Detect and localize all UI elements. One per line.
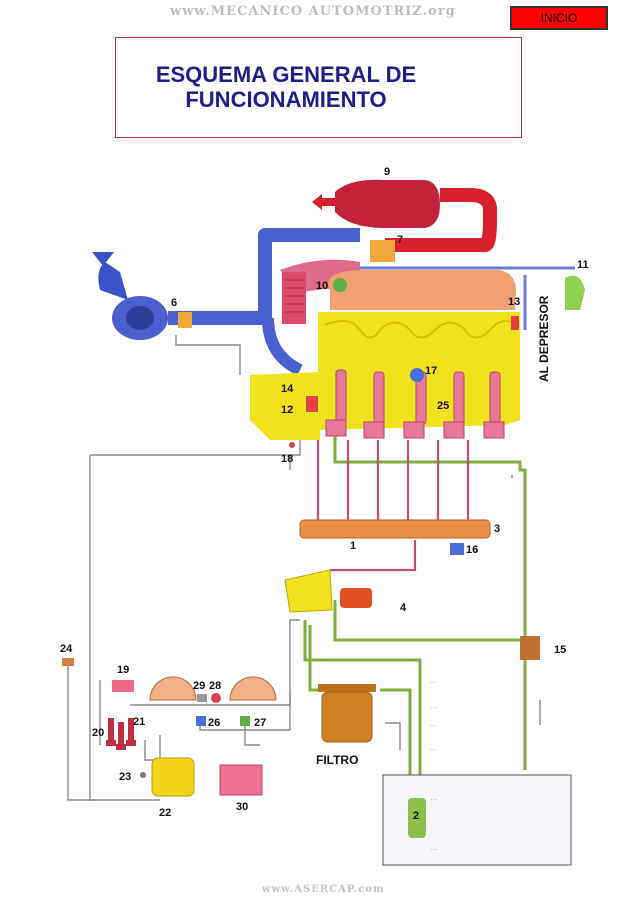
number-17: 17 [425,365,437,377]
number-26: 26 [208,717,220,729]
high-pressure-pump [284,569,333,613]
svg-text:...: ... [430,718,438,728]
egr-valve [370,240,395,262]
number-28: 28 [209,680,221,692]
injectors [325,369,505,439]
battery-30 [219,764,263,796]
number-10: 10 [316,280,328,292]
sensor-18 [289,442,295,448]
number-24: 24 [60,643,73,655]
tank-pump [408,798,426,838]
common-rail [299,519,491,539]
number-4: 4 [400,602,407,614]
sensor-15 [520,636,540,660]
air-intake [92,228,575,376]
pressure-regulator [340,588,372,608]
sensor-27 [240,716,250,726]
label-filtro: FILTRO [316,753,358,767]
number-16: 16 [466,544,478,556]
catalytic-converter [335,179,440,228]
watermark-top: www.MECANICO AUTOMOTRIZ.org [170,4,456,19]
number-30: 30 [236,801,248,813]
fuel-filter [318,684,376,743]
high-pressure-lines [316,432,470,572]
number-15: 15 [554,644,566,656]
svg-text:...: ... [430,700,438,710]
sensor-16 [450,543,464,555]
sensor-23 [140,772,146,778]
title-line-1: ESQUEMA GENERAL DE [155,62,417,87]
number-14: 14 [281,383,294,395]
svg-text:...: ... [430,742,438,752]
tank-text: ... ... ... ... ... ... [430,675,438,852]
label-al-depresor: AL DEPRESOR [537,295,551,382]
pedals [106,718,136,750]
sensor-24 [62,658,74,666]
svg-text:...: ... [430,675,438,685]
number-19: 19 [117,664,129,676]
number-7: 7 [397,234,403,246]
sensor-17 [410,368,424,382]
number-27: 27 [254,717,266,729]
number-21: 21 [133,716,145,728]
sensor-13 [511,316,519,330]
title-box: ESQUEMA GENERAL DE FUNCIONAMIENTO [115,37,522,138]
number-20: 20 [92,727,104,739]
number-22: 22 [159,807,171,819]
dashboard-gauges [149,676,277,703]
svg-text:...: ... [430,842,438,852]
exhaust-manifold [328,270,516,310]
number-6: 6 [171,297,177,309]
inicio-button[interactable]: INICIO [510,6,608,30]
number-11: 11 [577,259,589,271]
number-25: 25 [437,400,449,412]
number-2: 2 [413,810,419,822]
component-numbers: 1 2 3 4 6 7 9 10 11 12 13 14 15 16 17 18… [60,166,589,822]
relay-19 [112,680,134,692]
number-1: 1 [350,540,356,552]
number-9: 9 [384,166,390,178]
number-29: 29 [193,680,205,692]
exhaust-arrow-icon [312,194,322,210]
number-13: 13 [508,296,520,308]
number-23: 23 [119,771,131,783]
air-arrow-icon [92,252,114,266]
sensor-10 [333,278,347,292]
ecu-22 [151,757,195,797]
sensor-12 [306,396,318,412]
exhaust-system [280,179,497,292]
vacuum-valve-11 [565,275,585,310]
number-12: 12 [281,404,293,416]
title-line-2: FUNCIONAMIENTO [185,87,387,112]
fuel-return-lines [303,432,527,800]
page-title: ESQUEMA GENERAL DE FUNCIONAMIENTO [116,62,456,112]
number-3: 3 [494,523,500,535]
watermark-bottom: www.ASERCAP.com [262,884,385,895]
svg-text:...: ... [430,792,438,802]
intercooler [282,272,306,324]
number-18: 18 [281,453,293,465]
sensor-26 [196,716,206,726]
sensor-6 [178,312,192,328]
